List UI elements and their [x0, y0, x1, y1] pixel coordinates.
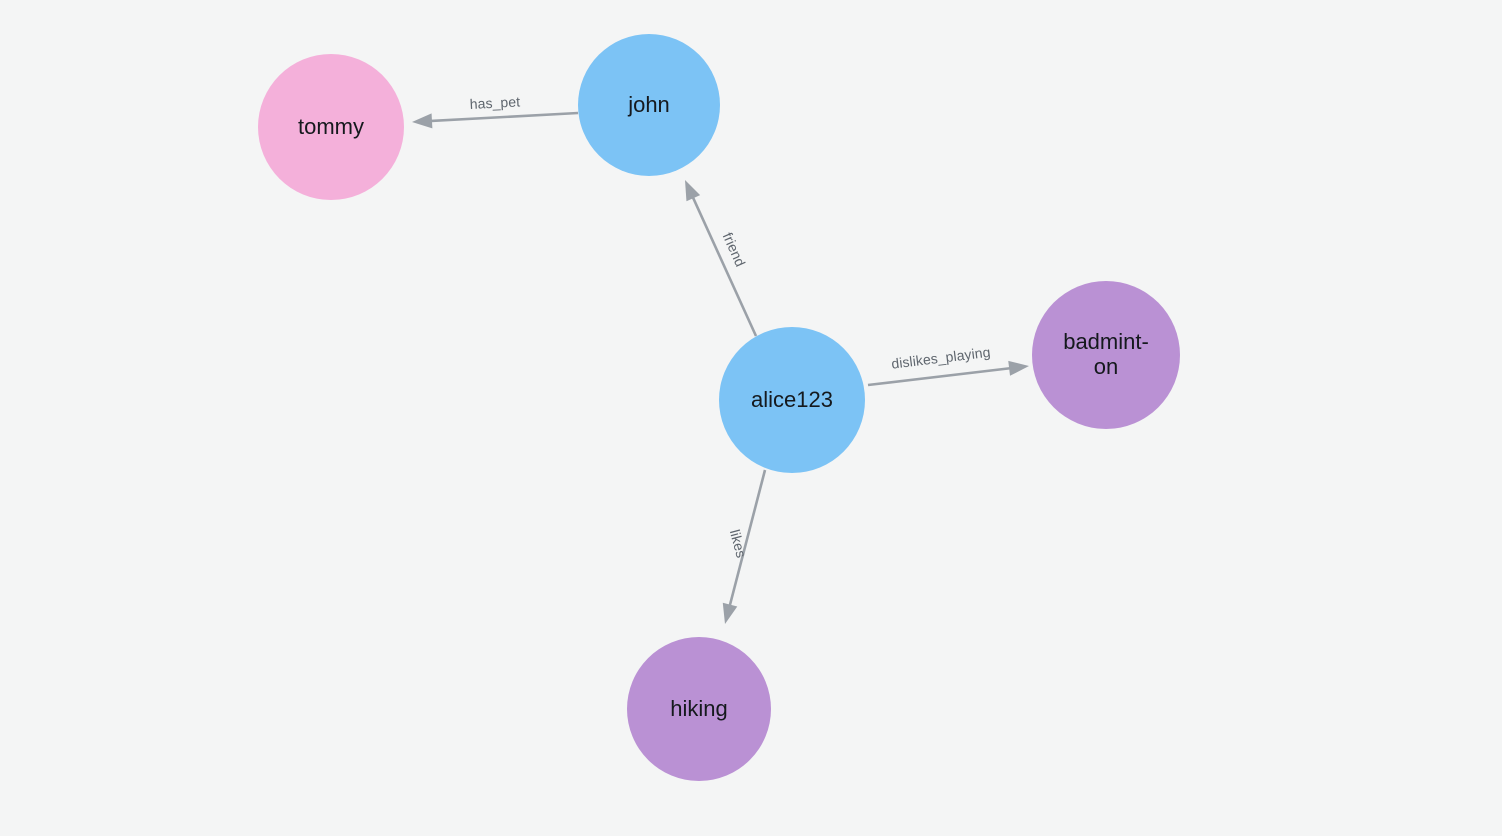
graph-edge[interactable] [690, 194, 758, 337]
edge-label: has_pet [469, 93, 520, 112]
graph-node-label: hiking [670, 695, 728, 721]
graph-node-john[interactable]: john [578, 34, 720, 176]
graph-node-tommy[interactable]: tommy [258, 54, 404, 200]
edges-group [412, 111, 1029, 624]
graph-edge[interactable] [867, 366, 1013, 387]
graph-node-alice123[interactable]: alice123 [719, 327, 865, 473]
edge-arrowhead-icon [412, 113, 433, 129]
graph-node-label: badmint-on [1063, 329, 1149, 379]
graph-node-label: tommy [298, 113, 364, 139]
edge-label: likes [727, 528, 750, 560]
edge-arrowhead-icon [685, 180, 701, 202]
graph-edge[interactable] [728, 469, 767, 608]
edge-label: dislikes_playing [890, 344, 991, 372]
graph-edge[interactable] [428, 111, 579, 123]
graph-node-badminton[interactable]: badmint-on [1032, 281, 1180, 429]
edge-arrowhead-icon [1008, 360, 1029, 376]
graph-node-hiking[interactable]: hiking [627, 637, 771, 781]
edge-arrowhead-icon [722, 602, 738, 624]
graph-node-label: john [628, 91, 670, 117]
graph-node-label: alice123 [751, 386, 833, 412]
